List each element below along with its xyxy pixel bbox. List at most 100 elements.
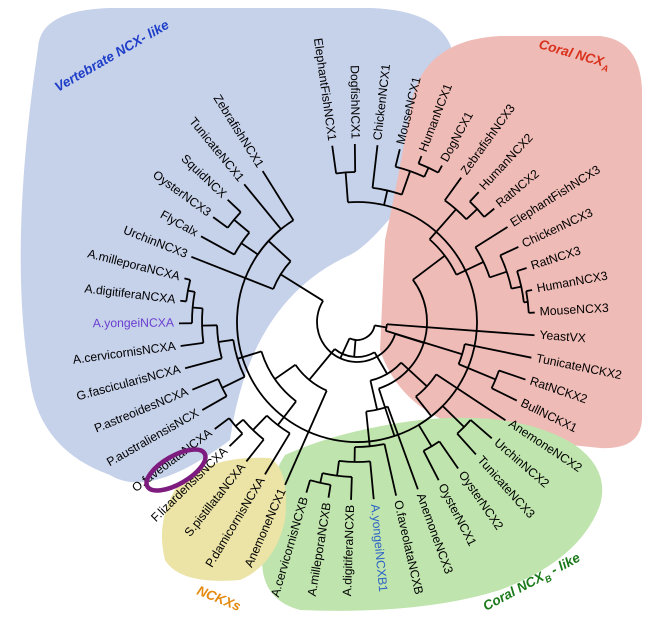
tree-branch — [464, 343, 532, 359]
tree-branch — [331, 145, 338, 174]
tree-branch — [383, 443, 397, 496]
tree-branch — [499, 246, 519, 257]
tree-branch — [191, 291, 196, 324]
tree-branch — [237, 350, 262, 360]
tree-branch — [417, 155, 423, 164]
tree-branch — [422, 450, 440, 481]
tree-branch — [185, 279, 192, 302]
leaf-label: A.digitiferaNCXB — [340, 505, 357, 597]
tree-branch — [327, 484, 332, 498]
tree-branches — [178, 144, 535, 500]
tree-branch — [377, 388, 396, 437]
tree-branch — [457, 343, 466, 365]
nckx-clade-label: NCKXs — [195, 583, 244, 614]
tree-branch — [455, 261, 484, 276]
tree-branch — [437, 165, 443, 174]
tree-branch — [438, 440, 459, 470]
tree-branch — [264, 432, 291, 475]
tree-branch — [395, 165, 425, 178]
tree-branch — [371, 145, 379, 189]
tree-branch — [180, 299, 187, 303]
tree-branch — [516, 270, 525, 303]
tree-branch — [336, 460, 340, 476]
tree-branch — [444, 177, 462, 201]
tree-branch — [214, 417, 230, 430]
tree-branch — [227, 199, 242, 213]
tree-branch — [415, 396, 433, 417]
tree-branch — [516, 267, 527, 272]
tree-branch — [184, 277, 191, 281]
tree-branch — [369, 461, 375, 500]
tree-branch — [319, 472, 324, 484]
tree-branch — [234, 418, 244, 427]
tree-branch — [184, 357, 223, 370]
vertebrate-clade-background — [20, 8, 452, 483]
tree-branch — [372, 187, 403, 196]
tree-branch — [261, 170, 295, 221]
tree-branch — [412, 254, 446, 281]
leaf-label: DogfishNCX1 — [348, 65, 363, 139]
tree-branch — [418, 405, 444, 426]
yeastvx-highlight-ring — [144, 447, 208, 493]
tree-branch — [469, 200, 485, 218]
tree-branch — [245, 438, 265, 462]
tree-branch — [394, 149, 401, 167]
tree-branch — [187, 289, 195, 293]
tree-branch — [192, 378, 219, 391]
tree-branch — [308, 348, 336, 381]
tree-branch — [353, 339, 357, 357]
leaf-label: MouseNCX3 — [539, 301, 609, 319]
tree-branch — [349, 325, 376, 341]
tree-branch — [252, 415, 268, 431]
leaf-label: YeastVX — [539, 328, 586, 345]
tree-branch — [489, 270, 508, 279]
coral-b-clade-background — [262, 417, 603, 611]
tree-branch — [365, 411, 371, 447]
tree-branch — [456, 419, 472, 435]
nckx-clade-background — [161, 457, 286, 581]
tree-branch — [180, 341, 204, 347]
tree-branch — [240, 242, 259, 256]
tree-branch — [383, 190, 389, 206]
tree-branch — [191, 255, 274, 290]
tree-branch — [350, 476, 353, 500]
tree-branch — [267, 240, 292, 262]
tree-branch — [200, 235, 235, 256]
tree-branch — [339, 337, 351, 359]
tree-branch — [226, 211, 242, 229]
tree-branch — [274, 364, 296, 380]
clade-background-layer — [20, 8, 642, 611]
tree-branch — [385, 329, 463, 356]
tree-branch — [442, 405, 465, 428]
tree-branch — [277, 400, 297, 426]
tree-branch — [284, 390, 328, 486]
tree-branch — [201, 395, 228, 411]
tree-branch — [221, 375, 246, 389]
tree-branch — [192, 306, 203, 310]
tree-branch — [498, 369, 526, 381]
tree-branch — [474, 246, 491, 278]
tree-branch — [435, 373, 506, 421]
tree-branch — [369, 380, 379, 410]
tree-branch — [400, 170, 411, 195]
tree-branch — [374, 324, 387, 329]
tree-branch — [228, 433, 244, 447]
tree-branch — [386, 406, 419, 490]
tree-branch — [354, 443, 385, 448]
tree-branch — [444, 199, 467, 220]
tree-branch — [417, 424, 433, 447]
tree-branch — [217, 378, 228, 397]
tree-branch — [490, 370, 500, 389]
tree-branch — [386, 323, 535, 337]
tree-branch — [469, 419, 493, 439]
tree-branch — [474, 226, 509, 249]
tree-branch — [491, 387, 518, 402]
tree-branch — [233, 219, 250, 234]
tree-branch — [366, 405, 389, 413]
tree-branch — [458, 363, 496, 381]
tree-branch — [212, 216, 229, 229]
tree-branch — [511, 285, 522, 290]
tree-branch — [400, 361, 428, 387]
tree-branch — [483, 207, 495, 218]
